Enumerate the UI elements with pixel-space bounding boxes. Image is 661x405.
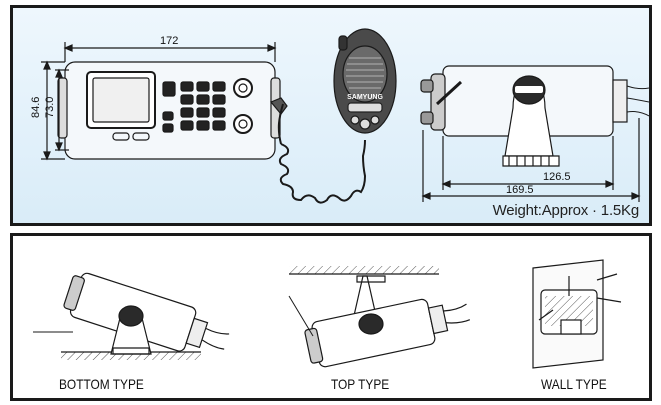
microphone-brand-label: SAMYUNG: [347, 94, 383, 101]
width-dimension-label: 172: [160, 35, 178, 47]
bottom-mount-illustration: [33, 272, 230, 360]
dimension-drawing-panel: 172 84.6 73.0 126.5 169.5 SAMYUNG Weight…: [10, 5, 652, 226]
top-mount-illustration: [288, 266, 471, 368]
body-depth-dimension-label: 126.5: [543, 171, 571, 183]
squelch-knob-icon: [233, 114, 253, 134]
caption-wall-type: WALL TYPE: [541, 376, 607, 392]
wall-mount-illustration: [532, 259, 622, 369]
weight-label: Weight:Approx · 1.5Kg: [492, 202, 640, 219]
dimension-drawing: 172 84.6 73.0 126.5 169.5 SAMYUNG: [30, 28, 649, 204]
keypad: [162, 81, 226, 133]
handset-microphone: [277, 28, 397, 204]
mounting-illustrations: [33, 259, 622, 369]
radio-front-view: [57, 61, 288, 160]
caption-top-type: TOP TYPE: [331, 376, 390, 392]
caption-bottom-type: BOTTOM TYPE: [59, 376, 144, 392]
total-depth-dimension-label: 169.5: [506, 184, 534, 196]
body-height-dimension-label: 73.0: [44, 97, 56, 118]
radio-side-view: [420, 65, 649, 167]
mounting-types-panel: BOTTOM TYPE TOP TYPE WALL TYPE: [10, 233, 652, 401]
volume-knob-icon: [233, 78, 253, 98]
total-height-dimension-label: 84.6: [30, 97, 42, 118]
